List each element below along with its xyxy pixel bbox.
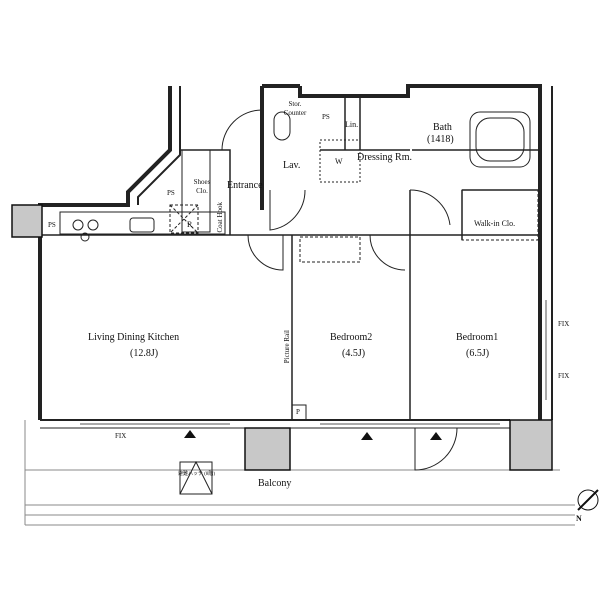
walkin-closet: Walk-in Clo. bbox=[474, 219, 516, 228]
ps-label: PS bbox=[48, 221, 56, 229]
room-linen: Lin. bbox=[345, 120, 359, 129]
fix-label: FIX bbox=[558, 320, 570, 328]
room-bedroom2-name: Bedroom2 bbox=[330, 332, 373, 343]
column bbox=[509, 419, 553, 471]
compass-north: N bbox=[576, 514, 582, 523]
wall-outer bbox=[38, 86, 172, 420]
stor-counter: Stor. Counter bbox=[283, 100, 307, 117]
compass-icon bbox=[577, 489, 599, 511]
column bbox=[244, 427, 291, 471]
room-ldk-name: Living Dining Kitchen bbox=[88, 332, 180, 343]
ps-label: PS bbox=[322, 113, 330, 121]
pipe-space: P bbox=[296, 408, 300, 416]
room-bedroom2-size: (4.5J) bbox=[342, 348, 366, 359]
washer: W bbox=[335, 157, 343, 166]
shoes-closet: Shoes Clo. bbox=[193, 178, 211, 195]
column bbox=[11, 204, 43, 238]
balcony: Balcony bbox=[258, 478, 292, 489]
fix-label: FIX bbox=[558, 372, 570, 380]
room-bath-name: Bath bbox=[433, 122, 452, 133]
refrigerator: R bbox=[187, 220, 193, 229]
ps-label: PS bbox=[167, 189, 175, 197]
room-ldk-size: (12.8J) bbox=[130, 348, 159, 359]
coat-hook: Coat Hook bbox=[216, 202, 224, 233]
room-dressing: Dressing Rm. bbox=[357, 152, 412, 163]
room-bedroom1-size: (6.5J) bbox=[466, 348, 490, 359]
picture-rail: Picture Rail bbox=[283, 330, 291, 364]
fix-label: FIX bbox=[115, 432, 127, 440]
room-lav: Lav. bbox=[283, 160, 301, 171]
room-bedroom1-name: Bedroom1 bbox=[456, 332, 499, 343]
room-entrance: Entrance bbox=[227, 180, 263, 191]
evacuation-hatch: 避難ハッチ (8階) bbox=[178, 472, 216, 477]
room-bath-size: (1418) bbox=[427, 134, 454, 145]
